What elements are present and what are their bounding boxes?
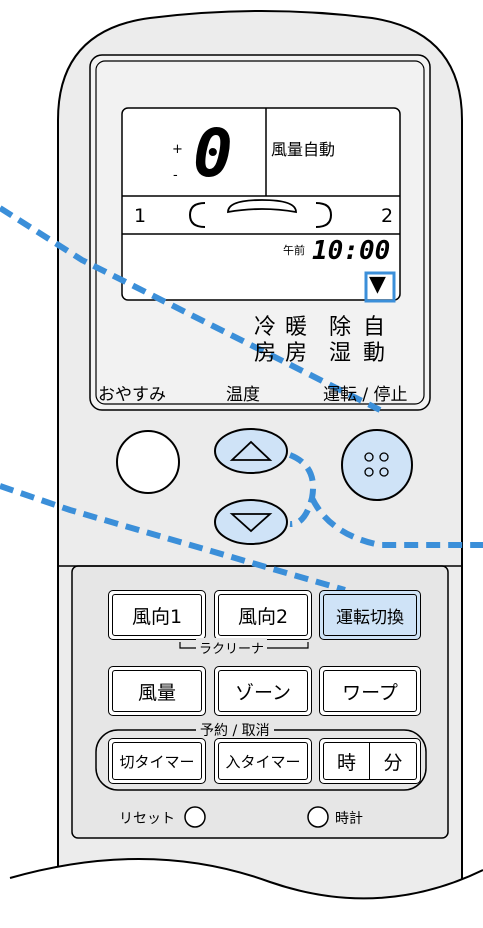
clock-time: 10:00 [312, 236, 391, 266]
vane-icon [227, 199, 297, 214]
timer-group-label: 予約 / 取消 [196, 720, 274, 740]
mode-dry-1: 除 [329, 315, 352, 340]
sleep-label: おやすみ [98, 385, 166, 405]
vane-right-bracket [315, 202, 333, 228]
zone-label: ゾーン [218, 670, 308, 712]
run-stop-button[interactable] [342, 430, 412, 500]
hour-button[interactable]: 時 [323, 742, 370, 780]
fan-auto-label: 風量自動 [271, 140, 336, 159]
run-stop-button-shape [341, 429, 413, 501]
temp-up-button[interactable] [215, 429, 287, 473]
mode-heat-1: 暖 [285, 315, 308, 340]
reset-button[interactable] [185, 807, 205, 827]
bottom-cut-line [10, 858, 483, 928]
off-timer-label: 切タイマー [112, 742, 202, 780]
mode-dry-2: 湿 [329, 341, 352, 366]
mode-cool-1: 冷 [254, 315, 277, 340]
up-triangle-icon [229, 440, 273, 461]
vane-left-bracket [188, 202, 206, 228]
temp-down-button[interactable] [215, 500, 287, 544]
vane-left-number: 1 [134, 205, 147, 227]
display-frame-inner [95, 60, 425, 405]
mode-switch-label: 運転切換 [323, 594, 417, 636]
on-timer-label: 入タイマー [218, 742, 308, 780]
run-stop-label: 運転 / 停止 [323, 385, 408, 405]
four-dot-icon [364, 452, 389, 477]
sleep-button-shape [116, 430, 180, 494]
down-triangle-icon [229, 513, 273, 533]
on-timer-button[interactable]: 入タイマー [214, 738, 312, 784]
temp-label: 温度 [226, 385, 260, 405]
wind-direction-2-label: 風向2 [218, 594, 308, 636]
cleaner-label: ラクリーナ [196, 638, 268, 657]
clock-button[interactable] [308, 807, 328, 827]
minus-sign: - [173, 168, 178, 183]
minute-button[interactable]: 分 [370, 742, 417, 780]
mode-heat-2: 房 [285, 341, 308, 366]
mode-auto-1: 自 [363, 315, 386, 340]
off-timer-button[interactable]: 切タイマー [108, 738, 206, 784]
wind-direction-1-label: 風向1 [112, 594, 202, 636]
hour-minute-button-group: 時 分 [319, 738, 421, 784]
warp-label: ワープ [323, 670, 417, 712]
zone-button[interactable]: ゾーン [214, 666, 312, 716]
reset-button-shape [184, 806, 206, 828]
callout-line-mode-switch [0, 483, 346, 593]
temp-down-button-shape [214, 499, 288, 545]
fan-speed-label: 風量 [112, 670, 202, 712]
warp-button[interactable]: ワープ [319, 666, 421, 716]
temp-up-button-shape [214, 428, 288, 474]
callout-line-temp [288, 452, 483, 548]
clock-label: 時計 [335, 811, 363, 827]
wind-direction-2-button[interactable]: 風向2 [214, 590, 312, 640]
vane-right-number: 2 [381, 205, 394, 227]
callout-line-indicator [0, 205, 382, 413]
reset-label: リセット [119, 811, 175, 827]
ampm-label: 午前 [283, 244, 305, 257]
indicator-highlight-box [364, 271, 396, 303]
temp-digit: 0 [193, 115, 233, 192]
indicator-icon: ▼ [369, 272, 386, 297]
sleep-button[interactable] [117, 431, 179, 493]
fan-speed-button[interactable]: 風量 [108, 666, 206, 716]
mode-switch-button[interactable]: 運転切換 [319, 590, 421, 640]
wind-direction-1-button[interactable]: 風向1 [108, 590, 206, 640]
clock-button-shape [307, 806, 329, 828]
plus-sign: + [172, 142, 183, 157]
mode-auto-2: 動 [363, 341, 386, 366]
mode-cool-2: 房 [254, 341, 277, 366]
